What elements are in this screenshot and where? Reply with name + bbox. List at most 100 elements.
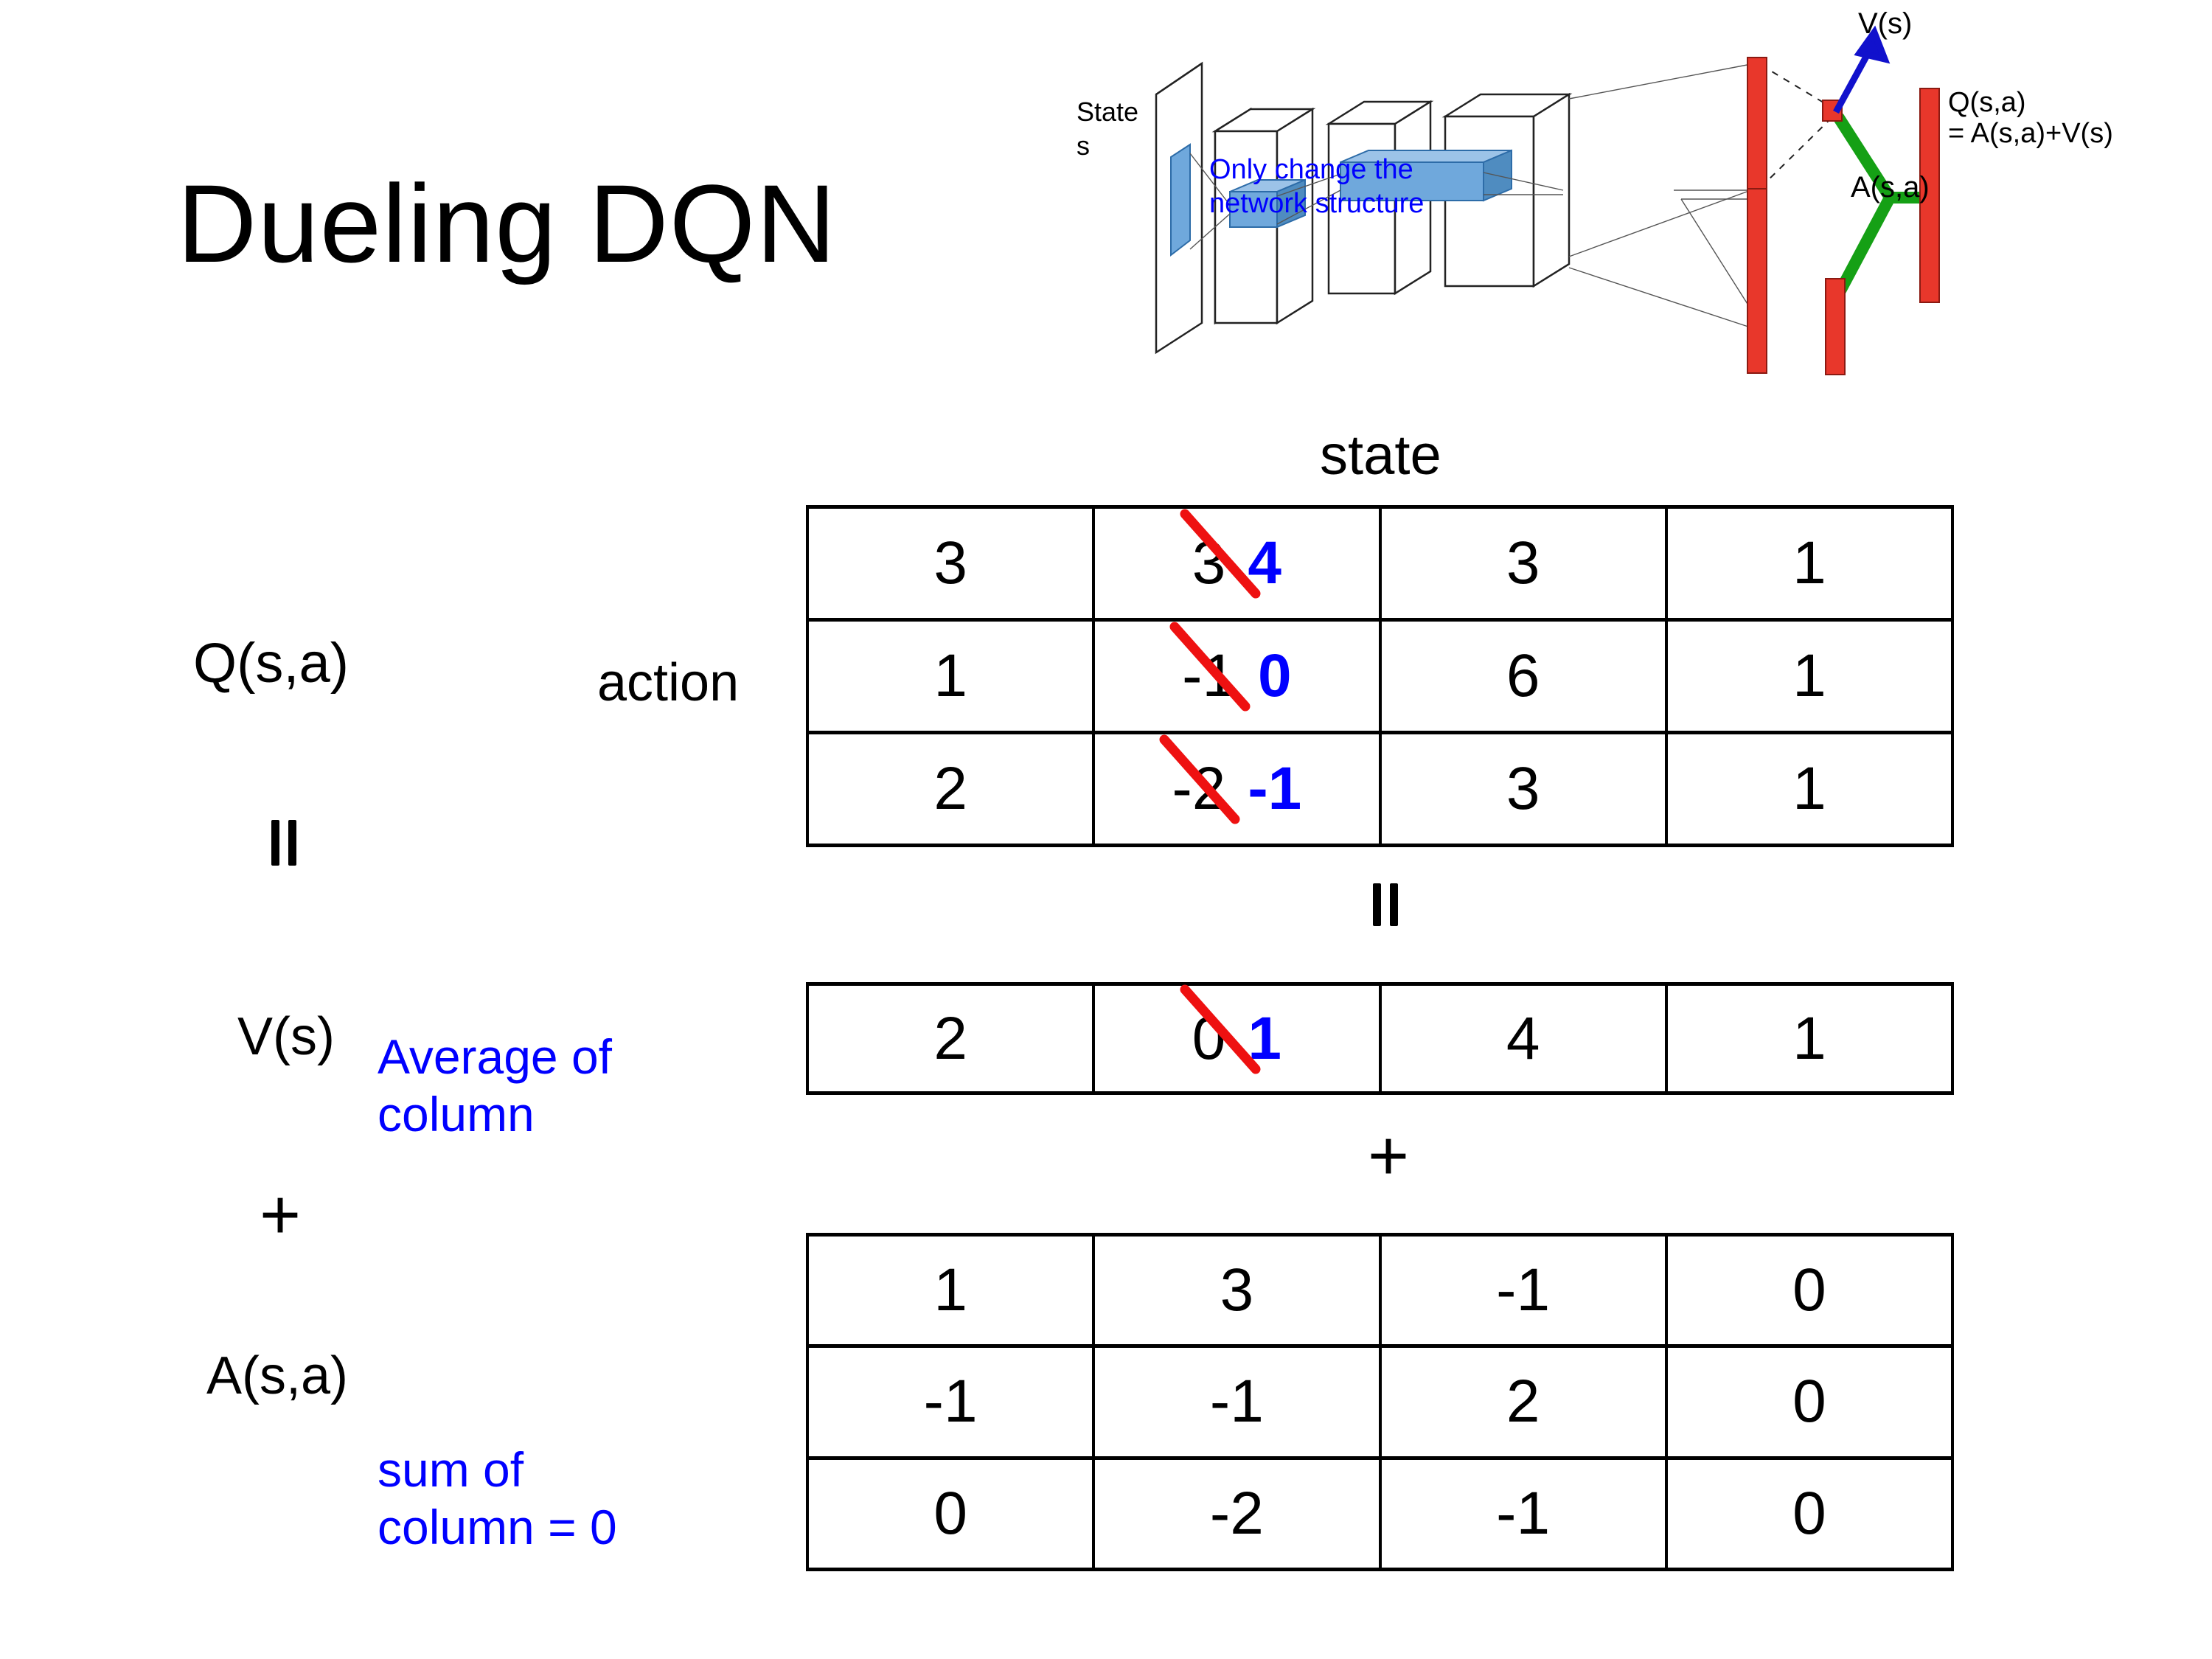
cell-content: 1 [1792, 1004, 1826, 1074]
cell-content: -1 [1210, 1367, 1264, 1436]
average-note-line2: column [378, 1086, 535, 1141]
cell-content: 1 [1792, 754, 1826, 824]
cell-content: 1 [933, 641, 967, 711]
cell-content: -1 [924, 1367, 978, 1436]
table-cell: 6 [1381, 622, 1668, 734]
table-cell: 0 [1667, 1459, 1954, 1571]
cell-content: 3 [933, 529, 967, 598]
sum-of-column-note: sum of column = 0 [378, 1441, 617, 1557]
cell-content: 3 [1506, 529, 1540, 598]
cell-value: 3 [1506, 529, 1540, 597]
cell-value: 1 [933, 642, 967, 709]
corrected-value: 0 [1258, 642, 1292, 709]
cell-value: -2 [1209, 1479, 1264, 1547]
table-cell: -2 [1095, 1459, 1382, 1571]
table-cell: 4 [1381, 986, 1668, 1095]
plus-sign-left: + [260, 1175, 302, 1254]
table-cell: -1 [809, 1348, 1096, 1460]
cell-value: 3 [1506, 755, 1540, 822]
table-cell: 2 [809, 986, 1096, 1095]
table-cell: 2 [1381, 1348, 1668, 1460]
diagram-note-line1: Only change the [1209, 154, 1413, 185]
cell-value: 0 [1792, 1368, 1826, 1436]
table-cell: 3 [1381, 734, 1668, 847]
table-cell: 1 [1667, 734, 1954, 847]
cell-content: 0 [933, 1479, 967, 1548]
diagram-state-label-line1: State [1077, 97, 1139, 127]
diagram-advantage-head-label: A(s,a) [1851, 171, 1930, 204]
cell-value: 1 [1792, 755, 1826, 822]
cell-content: 0 [1792, 1256, 1826, 1325]
diagram-value-head-label: V(s) [1858, 7, 1913, 40]
cell-value: 3 [933, 529, 967, 597]
table-cell: -1 [1095, 1348, 1382, 1460]
cell-content: -2 [1210, 1479, 1264, 1548]
average-note-line1: Average of [378, 1029, 613, 1084]
diagram-output-label-line2: = A(s,a)+V(s) [1948, 118, 2113, 149]
table-cell: 1 [1667, 509, 1954, 622]
diagram-state-label-line2: s [1077, 131, 1090, 161]
cell-content: -2-1 [1159, 734, 1301, 824]
cell-value: 1 [1792, 1004, 1826, 1072]
cell-value: 2 [933, 755, 967, 822]
state-axis-label: state [1320, 424, 1441, 487]
page-title: Dueling DQN [177, 161, 837, 285]
table-cell: -1 [1381, 1237, 1668, 1349]
cell-content: -1 [1496, 1479, 1550, 1548]
cell-value: -1 [1209, 1368, 1264, 1436]
cell-content: 2 [933, 754, 967, 824]
diagram-note-line2: network structure [1209, 188, 1425, 219]
cell-value: 0 [933, 1479, 967, 1547]
dueling-network-diagram: State s Only change the network structur… [1077, 6, 2197, 404]
sum-note-line2: column = 0 [378, 1499, 617, 1554]
table-cell: 0 [1667, 1348, 1954, 1460]
struck-value: 0 [1180, 984, 1261, 1074]
table-cell: 1 [1667, 986, 1954, 1095]
table-cell: 3 [809, 509, 1096, 622]
cell-content: 2 [1506, 1367, 1540, 1436]
table-cell: -2-1 [1095, 734, 1382, 847]
struck-value: 3 [1180, 509, 1261, 599]
table-cell: -1 [1381, 1459, 1668, 1571]
cell-value: 6 [1506, 642, 1540, 709]
table-cell: 3 [1381, 509, 1668, 622]
cell-value: 2 [933, 1004, 967, 1072]
cell-content: 0 [1792, 1479, 1826, 1548]
cell-value: -1 [1496, 1479, 1551, 1547]
q-function-label: Q(s,a) [193, 632, 349, 695]
cell-content: 3 [1220, 1256, 1254, 1325]
cell-content: 6 [1506, 641, 1540, 711]
cell-value: 3 [1220, 1256, 1254, 1324]
a-value-table: 1 3 -1 0 -1 -1 2 0 0 -2 -1 0 [806, 1233, 1954, 1571]
a-function-label: A(s,a) [206, 1346, 349, 1405]
cell-value: 2 [1506, 1368, 1540, 1436]
cell-value: 1 [1792, 529, 1826, 597]
diagram-output-label-line1: Q(s,a) [1948, 87, 2026, 118]
action-axis-label: action [597, 653, 740, 712]
corrected-value: 4 [1248, 529, 1281, 597]
table-cell: 1 [1667, 622, 1954, 734]
v-function-label: V(s) [237, 1007, 335, 1066]
cell-value: -1 [923, 1368, 978, 1436]
equals-sign-middle [1373, 883, 1398, 926]
cell-content: 1 [933, 1256, 967, 1325]
table-cell: 2 [809, 734, 1096, 847]
cell-content: 2 [933, 1004, 967, 1074]
strikethrough-icon [1159, 734, 1240, 824]
cell-value: 1 [1792, 642, 1826, 709]
cell-content: -1 [1496, 1256, 1550, 1325]
struck-value: -2 [1159, 734, 1240, 824]
plus-sign-middle: + [1368, 1116, 1410, 1195]
cell-content: 1 [1792, 529, 1826, 598]
cell-content: 4 [1506, 1004, 1540, 1074]
cell-content: 1 [1792, 641, 1826, 711]
strikethrough-icon [1169, 622, 1251, 712]
struck-value: -1 [1169, 622, 1251, 712]
equals-sign-left [271, 820, 296, 866]
